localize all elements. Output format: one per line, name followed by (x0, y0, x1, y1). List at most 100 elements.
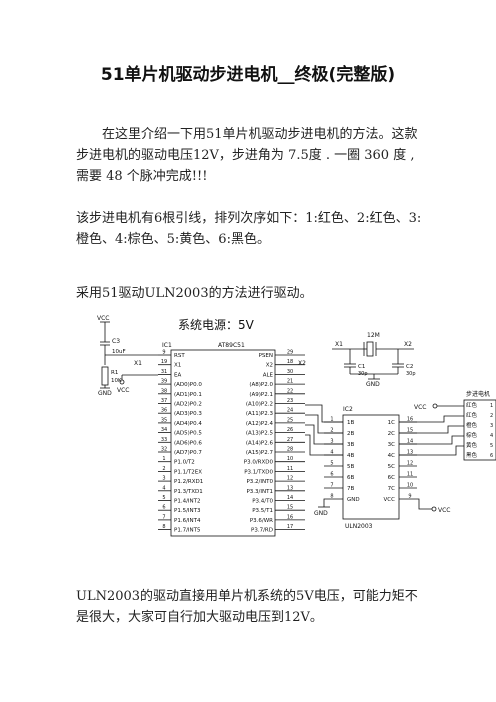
ic2-input-pin-label: 1B (347, 420, 354, 426)
ic1-right-pin-label: P3.5/T1 (252, 508, 273, 514)
vcc-label-ea: VCC (117, 387, 129, 394)
ic1-left-pin-number: 3 (162, 476, 165, 482)
ic2-output-pin-label: 2C (388, 431, 395, 437)
ic1-right-pin-number: 18 (287, 359, 293, 365)
ic1-left-pin-label: P1.2/RXD1 (174, 479, 203, 485)
gnd-label-left: GND (98, 390, 112, 397)
ic1-left-pin-label: EA (174, 372, 181, 378)
ic2-input-pin-label: 4B (347, 453, 354, 459)
c1-label: C1 (358, 364, 365, 370)
ic1-left-pin-label: (AD6)P0.6 (174, 440, 202, 446)
ic2-output-pin-label: 7C (388, 486, 395, 492)
ic1-right-pin-number: 28 (287, 447, 293, 453)
ic1-right-pin-label: P3.3/INT1 (246, 489, 273, 495)
motor-pin-number: 4 (490, 433, 493, 439)
wire-order-paragraph: 该步进电机有6根引线，排列次序如下：1:红色、2:红色、3:橙色、4:棕色、5:… (76, 211, 422, 247)
ic1-left-pin-label: P1.7/INT5 (174, 528, 201, 534)
ic1-right-pin-number: 26 (287, 427, 293, 433)
ic2-output-pin-label: 6C (388, 475, 395, 481)
motor-wire-color: 橙色 (466, 421, 478, 429)
ic1-left-pin-label: (AD2)P0.2 (174, 402, 202, 408)
r1-value: 10K (111, 378, 122, 384)
ic1-left-pin-number: 8 (162, 524, 165, 530)
ic1-left-pin-label: (AD5)P0.5 (174, 431, 202, 437)
ic1-right-pin-number: 23 (287, 398, 293, 404)
ic1-left-pin-number: 1 (162, 456, 165, 462)
ic1-right-pin-label: (A14)P2.6 (246, 440, 274, 446)
motor-pin-number: 6 (490, 453, 493, 459)
ic1-right-pin-number: 17 (287, 524, 293, 530)
ic2-part: ULN2003 (345, 523, 373, 530)
ic1-label: IC1 (162, 342, 172, 349)
ic1-right-pin-number: 15 (287, 505, 293, 511)
ic2-input-pin-number: 2 (330, 428, 333, 434)
gnd-label-crystal: GND (366, 381, 380, 388)
ic1-right-pin-label: P3.0/RXD0 (244, 460, 274, 466)
intro-paragraph: 在这里介绍一下用51单片机驱动步进电机的方法。这款步进电机的驱动电压12V，步进… (76, 127, 418, 184)
ic1-right-pin-label: (A10)P2.2 (246, 402, 273, 408)
ic1-right-pin-number: 29 (287, 350, 293, 356)
ic2-label: IC2 (343, 406, 353, 413)
ic2-output-pin-label: 4C (388, 453, 395, 459)
ic1-right-pin-number: 22 (287, 388, 293, 394)
ic1-right-pin-number: 21 (287, 379, 293, 385)
ic2-input-pin-label: 2B (347, 431, 354, 437)
note-paragraph: ULN2003的驱动直接用单片机系统的5V电压，可能力矩不是很大，大家可自行加大… (76, 589, 418, 625)
ic2-output-pin-label: 1C (388, 420, 395, 426)
ic2-output-pin-number: 11 (407, 472, 413, 478)
ic1-left-pin-number: 37 (161, 398, 167, 404)
motor-pin-number: 3 (490, 423, 493, 429)
ic2-input-pin-number: 4 (330, 450, 333, 456)
ic1-right-pin-label: X2 (266, 363, 273, 369)
c3-label: C3 (112, 338, 120, 345)
motor-connector (463, 399, 496, 461)
motor-wire-color: 棕色 (466, 431, 478, 439)
ic1-left-pin-number: 4 (162, 485, 165, 491)
ic1-left-pin-label: (AD3)P0.3 (174, 411, 202, 417)
ic2-input-pin-label: GND (347, 497, 360, 503)
ic1-right-pin-label: (A11)P2.3 (246, 411, 274, 417)
motor-label: 步进电机 (466, 390, 490, 398)
ic1-left-pin-number: 39 (161, 379, 167, 385)
ic1-left-pin-number: 38 (161, 388, 167, 394)
ic2-output-pin-label: 5C (388, 464, 395, 470)
ic2-input-pin-number: 1 (330, 417, 333, 423)
ic1-left-pin-number: 19 (161, 359, 167, 365)
ic2-output-pin-number: 9 (408, 494, 411, 500)
ic1-right-pin-label: (A9)P2.1 (249, 392, 273, 398)
ic1-right-pin-label: (A13)P2.5 (246, 431, 274, 437)
ic1-right-pin-number: 13 (287, 485, 293, 491)
ic1-left-pin-label: X1 (174, 363, 181, 369)
ic2-output-pin-number: 12 (407, 461, 413, 467)
c3-value: 10uF (112, 349, 126, 355)
ic1-left-pin-number: 32 (161, 447, 167, 453)
ic2-output-pin-number: 15 (407, 428, 413, 434)
ic2-output-pin-number: 14 (407, 439, 413, 445)
ic1-left-pin-number: 34 (161, 427, 167, 433)
ic1-left-pin-number: 2 (162, 466, 165, 472)
ic2-output-pin-label: 3C (388, 442, 395, 448)
ic1-left-pin-label: P1.6/INT4 (174, 518, 201, 524)
c2-value: 30p (406, 371, 416, 377)
ic2-input-pin-number: 3 (330, 439, 333, 445)
ic2-input-pin-label: 6B (347, 475, 354, 481)
motor-wire-color: 红色 (466, 411, 478, 419)
motor-wire-color: 黑色 (466, 451, 478, 459)
ic1-right-pin-label: P3.2/INT0 (246, 479, 273, 485)
ic1-right-pin-label: ALE (263, 372, 274, 378)
ic1-right-pin-label: P3.1/TXD0 (244, 469, 273, 475)
ic1-right-pin-label: P3.7/RD (251, 528, 273, 534)
ic2-input-pin-label: 7B (347, 486, 354, 492)
ic2-input-pin-number: 7 (330, 483, 333, 489)
ic1-right-pin-number: 10 (287, 456, 293, 462)
ic1-right-pin-label: P3.6/WR (250, 518, 273, 524)
ic2-output-pin-number: 10 (407, 483, 413, 489)
ic2-input-pin-label: 5B (347, 464, 354, 470)
ic1-right-pin-number: 25 (287, 417, 293, 423)
ic1-box (170, 349, 276, 537)
ic1-left-pin-label: P1.3/TXD1 (174, 489, 203, 495)
ic1-left-pin-label: P1.1/T2EX (174, 469, 202, 475)
circuit-schematic: 系统电源：5V VCC C3 10uF R1 10K GND VCC IC1 A… (97, 315, 496, 537)
ic1-left-pin-label: (AD0)P0.0 (174, 382, 202, 388)
ic1-left-pin-number: 31 (161, 369, 167, 375)
